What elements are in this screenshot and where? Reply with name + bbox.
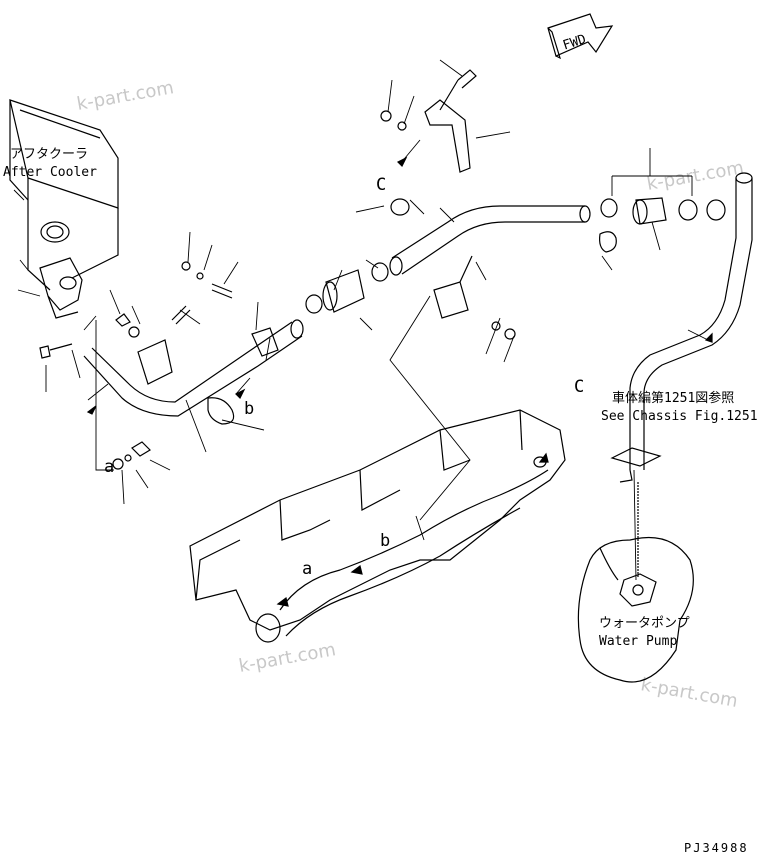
after-cooler-label-en: After Cooler xyxy=(3,165,97,180)
callout-a-left: a xyxy=(104,457,114,477)
water-pump xyxy=(577,447,694,683)
callout-a-engine: a xyxy=(302,559,312,579)
long-right-pipe xyxy=(629,172,753,470)
fwd-label: FWD xyxy=(561,32,588,54)
left-hardware xyxy=(39,261,233,470)
water-pump-label-en: Water Pump xyxy=(599,634,677,649)
right-hose-set xyxy=(600,197,726,225)
watermark: k-part.com xyxy=(75,77,175,115)
callout-c-upper: C xyxy=(376,175,386,195)
watermark: k-part.com xyxy=(237,639,337,677)
upper-water-pipe xyxy=(380,69,617,340)
middle-hose-set xyxy=(305,198,410,314)
callout-b-engine: b xyxy=(380,531,390,551)
left-water-pipe xyxy=(83,319,304,425)
leader-lines xyxy=(13,59,709,581)
drawing-code: PJ34988 xyxy=(684,841,749,854)
callout-b-left: b xyxy=(244,399,254,419)
after-cooler xyxy=(9,99,119,319)
arrow-heads xyxy=(86,156,713,607)
chassis-ref-label-en: See Chassis Fig.1251 xyxy=(601,409,758,424)
chassis-ref-label-jp: 車体編第1251図参照 xyxy=(612,390,734,406)
engine-block xyxy=(189,409,566,643)
fwd-arrow-icon xyxy=(547,13,614,60)
watermark: k-part.com xyxy=(639,674,739,712)
water-pump-label-jp: ウォータポンプ xyxy=(599,616,690,631)
callout-c-right: C xyxy=(574,377,584,397)
after-cooler-label-jp: アフタクーラ xyxy=(10,147,88,162)
